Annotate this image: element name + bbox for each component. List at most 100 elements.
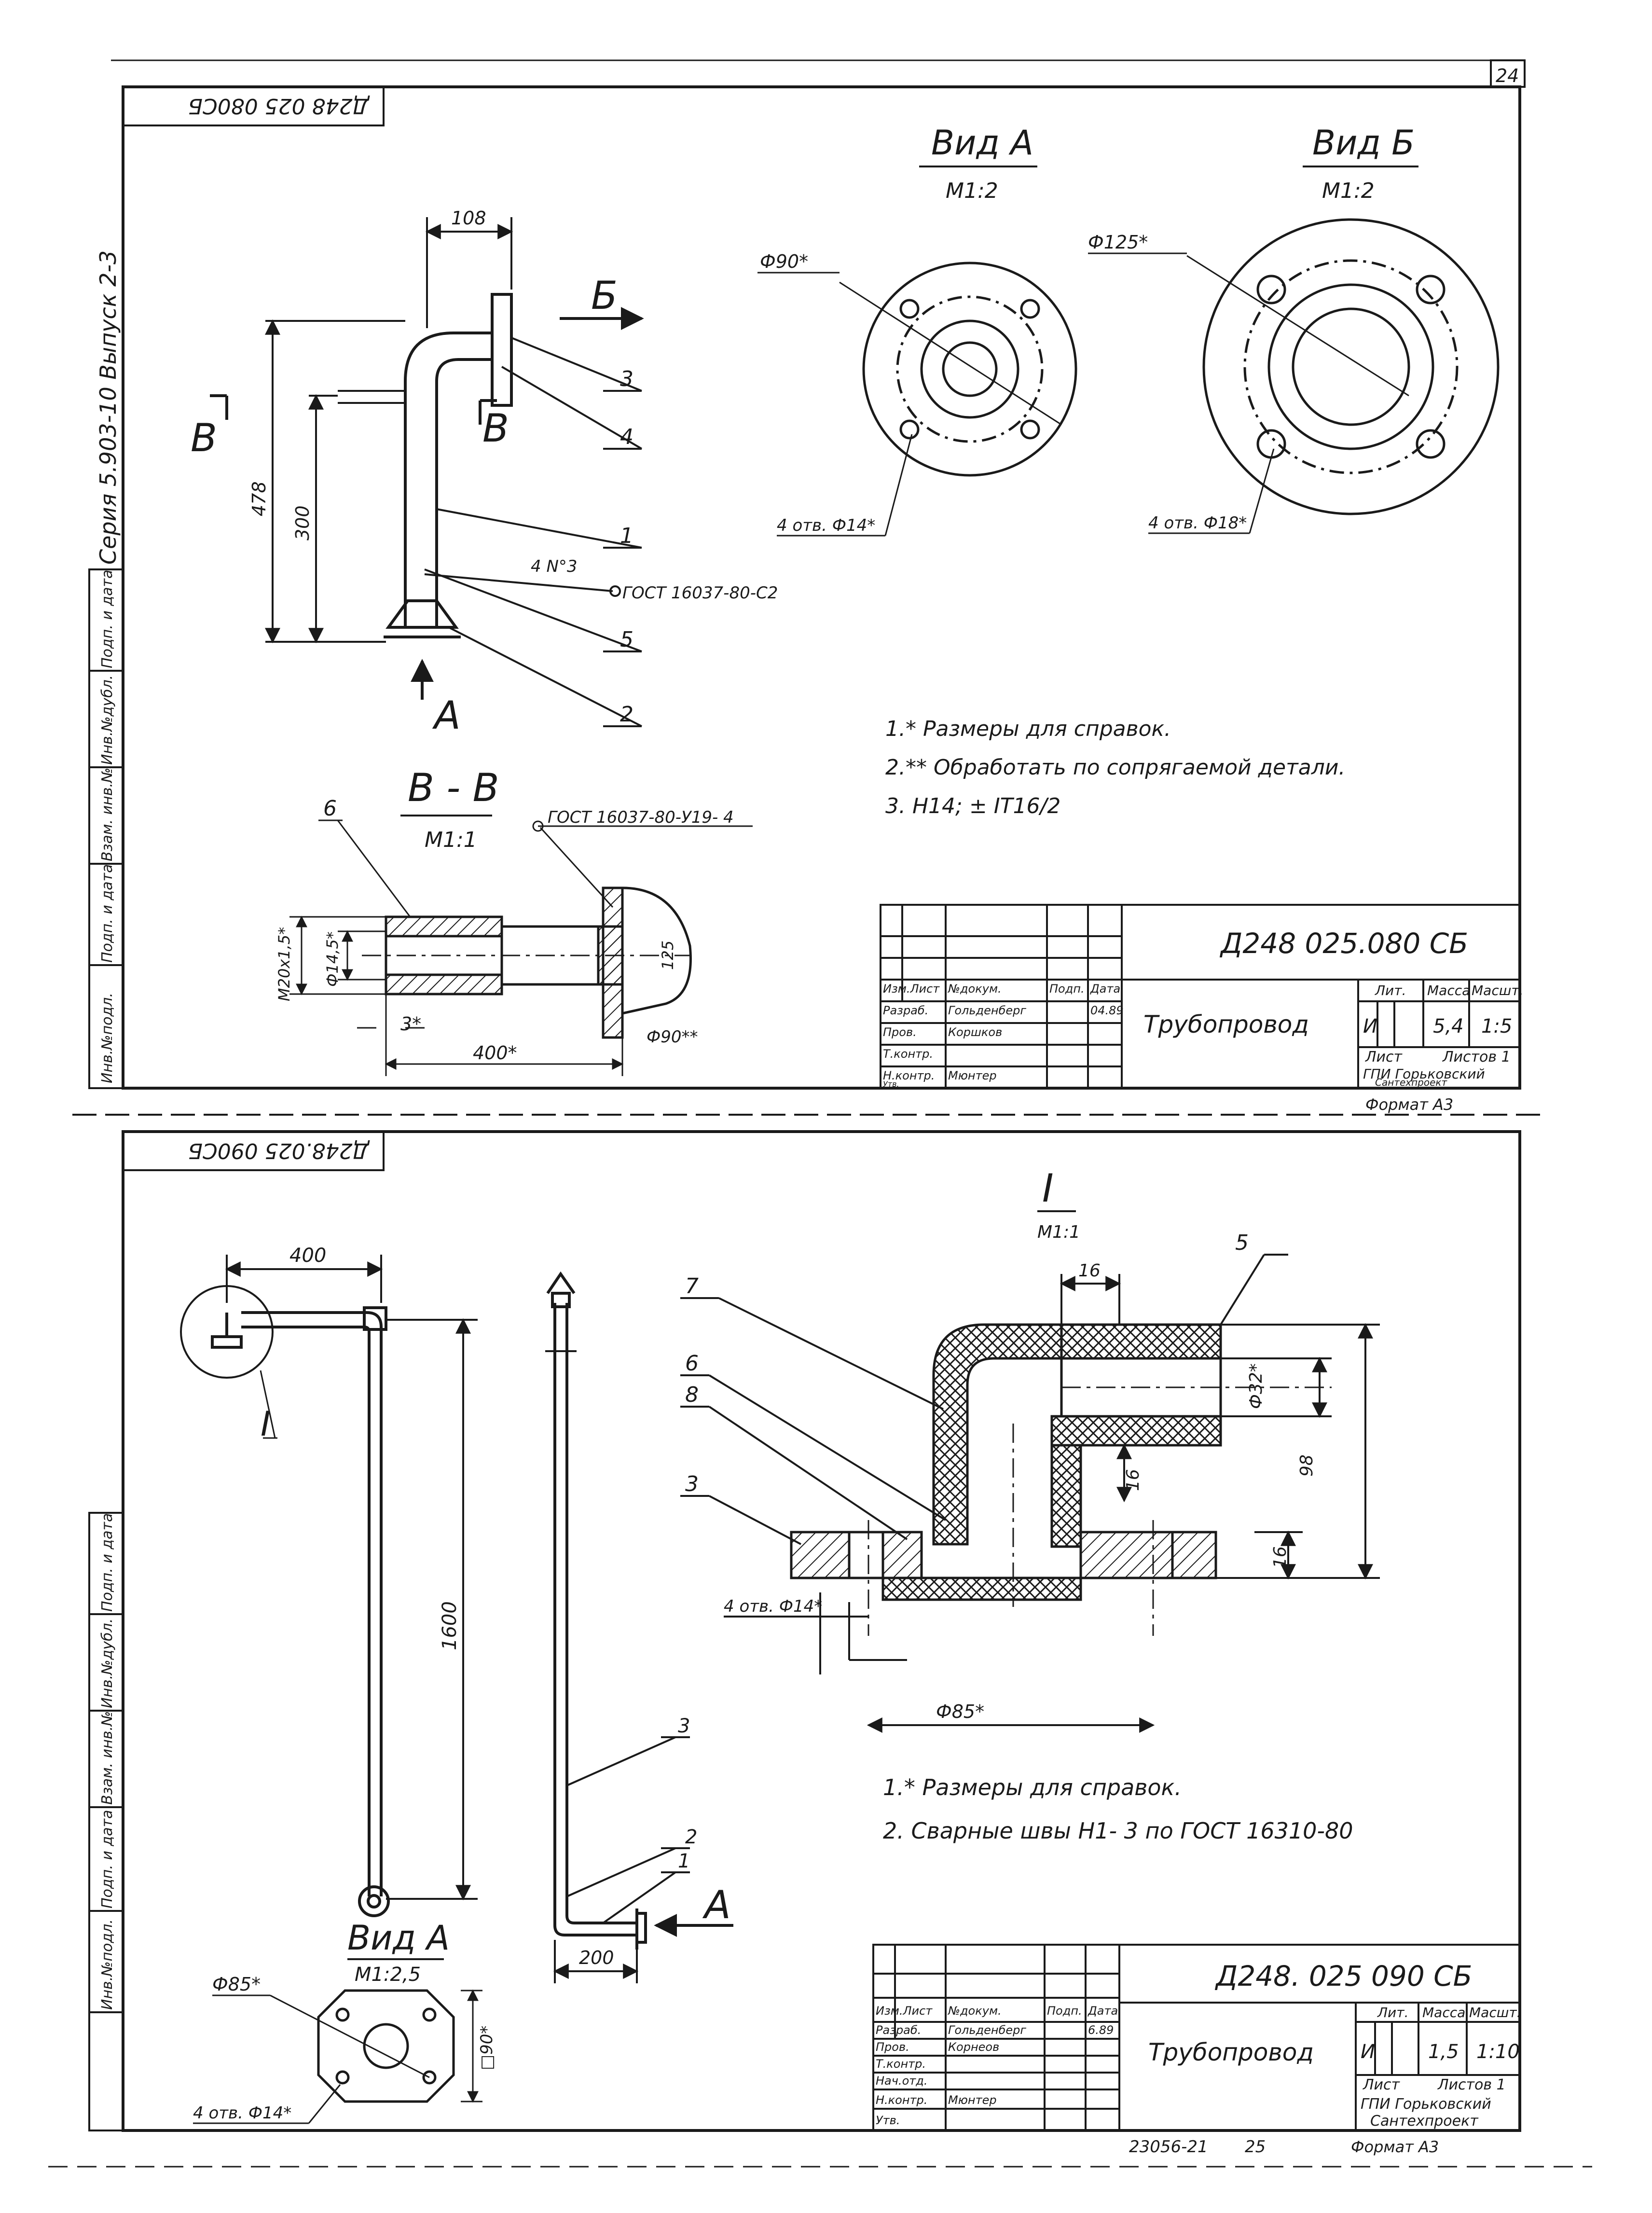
callout-5: 5 <box>620 627 633 652</box>
title-block-1-org-2: Сантехпроект <box>1375 1077 1447 1088</box>
title-block-1-org-1: ГПИ Горьковский <box>1363 1066 1485 1082</box>
tb1-r0c2: Подп. <box>1049 982 1085 996</box>
detail-i-drawing <box>790 1323 1332 1636</box>
title-block-2-org-2: Сантехпроект <box>1370 2113 1479 2130</box>
callout-4: 4 <box>620 425 633 449</box>
pipe-side-view-2 <box>545 1271 647 1950</box>
margin-cell-5: Инв.№подл. <box>99 993 116 1083</box>
title-block-1-mass: 5,4 <box>1433 1015 1464 1037</box>
view-a-flange <box>757 262 1077 537</box>
view-a-holes: 4 отв. Ф14* <box>777 516 875 535</box>
sheet-2-margin <box>88 1512 124 2131</box>
dim-478: 478 <box>248 481 270 516</box>
arrow-label-v-right: В <box>482 406 509 451</box>
detail-dim-85: Ф85* <box>936 1701 984 1722</box>
dim-300: 300 <box>292 505 313 540</box>
title-block-2-lit: И <box>1361 2041 1375 2063</box>
sheet-2-callout-1: 1 <box>678 1850 690 1872</box>
sheet-2-arrow-a: А <box>702 1882 731 1927</box>
dim-400: 400* <box>473 1042 517 1064</box>
sheet-1-mirror-code: Д248 025 080СБ <box>188 94 370 118</box>
title-block-1-sheets: Листов 1 <box>1442 1049 1511 1065</box>
detail-callout-5: 5 <box>1235 1231 1249 1255</box>
arrow-label-b: Б <box>591 273 618 318</box>
weld-note: 4 N°3 <box>531 557 578 576</box>
sheet-2-view-a-title: Вид А <box>347 1918 450 1958</box>
sheet-2-dim-1600: 1600 <box>439 1601 461 1650</box>
section-bb-drawing <box>289 819 753 1076</box>
pipe-elevation-1 <box>338 293 513 638</box>
dim-3: 3* <box>400 1013 421 1035</box>
dim-125: 125 <box>659 941 677 970</box>
sheet-2: Подп. и дата Инв.№дубл. Взам. инв.№ Подп… <box>88 1130 1521 2157</box>
detail-dim-98: 98 <box>1297 1454 1317 1477</box>
tb1-r3c0: Т.контр. <box>883 1047 933 1061</box>
title-block-2-lit-header: Лит. <box>1377 2005 1408 2020</box>
sheet-2-view-a-holes: 4 отв. Ф14* <box>193 2103 291 2123</box>
tb2-r0c2: Подп. <box>1047 2004 1082 2018</box>
sheet-2-format: Формат А3 <box>1351 2138 1439 2156</box>
title-block-2-sheet: Лист <box>1363 2076 1401 2093</box>
sheet-2-view-a-flange <box>193 1989 482 2124</box>
tb2-r0c3: Дата <box>1088 2004 1118 2018</box>
weld-gost: ГОСТ 16037-80-С2 <box>622 583 778 603</box>
tb2-r2c0: Пров. <box>876 2040 909 2054</box>
sheet-2-mirror-code: Д248.025 090СБ <box>188 1138 370 1163</box>
detail-dim-32: Ф32* <box>1246 1363 1266 1409</box>
tb2-r1c0: Разраб. <box>876 2023 921 2037</box>
detail-dim-16-bot: 16 <box>1270 1546 1290 1568</box>
tb2-r0c0: Изм.Лист <box>876 2004 933 2018</box>
tb1-r4c1: Мюнтер <box>948 1069 997 1082</box>
tb1-r0c1: №докум. <box>947 982 1002 996</box>
detail-title: I <box>1042 1166 1054 1211</box>
sheet-2-dim-400: 400 <box>289 1245 326 1267</box>
tb1-r1c3: 04.89 <box>1090 1004 1124 1017</box>
arrow-label-v-left: В <box>191 415 217 460</box>
sheet-2-order-no: 23056-21 <box>1129 2137 1208 2157</box>
title-block-2-org-1: ГПИ Горьковский <box>1361 2096 1491 2113</box>
sheet-1-note-3: 3. Н14; ± IT16/2 <box>885 794 1060 818</box>
sheet-2-callout-3: 3 <box>678 1715 690 1737</box>
title-block-2-mass: 1,5 <box>1428 2041 1459 2063</box>
callout-3: 3 <box>620 367 633 391</box>
sheet-2-page: 25 <box>1245 2137 1266 2157</box>
tb1-r0c0: Изм.Лист <box>883 982 940 996</box>
tb2-r1c1: Гольденберг <box>948 2023 1026 2037</box>
tb2-r6c0: Утв. <box>876 2114 900 2127</box>
margin2-cell-2: Инв.№дубл. <box>99 1618 116 1708</box>
tb2-r0c1: №докум. <box>947 2004 1002 2018</box>
series-label: Серия 5.903-10 Выпуск 2-3 <box>95 250 121 565</box>
margin2-cell-5: Инв.№подл. <box>99 1919 116 2010</box>
title-block-1-lit: И <box>1363 1015 1377 1037</box>
view-b-scale: М1:2 <box>1322 179 1375 203</box>
detail-dim-16-top: 16 <box>1078 1261 1101 1281</box>
sheet-1-code-box <box>122 86 385 126</box>
dim-90: Ф90** <box>647 1027 698 1047</box>
title-block-2 <box>872 1944 1521 2131</box>
tb2-r1c3: 6.89 <box>1088 2023 1114 2037</box>
sheet-2-note-2: 2. Сварные швы Н1- 3 по ГОСТ 16310-80 <box>883 1818 1353 1844</box>
page-number: 24 <box>1496 65 1519 86</box>
title-block-1-code: Д248 025.080 СБ <box>1219 927 1468 960</box>
margin2-cell-3: Взам. инв.№ <box>99 1711 116 1805</box>
sheet-2-view-a-scale: М1:2,5 <box>355 1964 421 1986</box>
title-block-1-scale-header: Масшт. <box>1472 982 1524 998</box>
tb1-r1c1: Гольденберг <box>948 1004 1026 1017</box>
margin2-cell-1: Подп. и дата <box>99 1513 116 1612</box>
title-block-1-name: Трубопровод <box>1143 1010 1309 1038</box>
dim-thread: М20х1,5* <box>275 927 293 1001</box>
sheet-1-note-1: 1.* Размеры для справок. <box>885 717 1171 741</box>
callout-6: 6 <box>323 796 337 821</box>
title-block-2-sheets: Листов 1 <box>1437 2076 1506 2093</box>
margin-cell-1: Подп. и дата <box>99 570 116 668</box>
tb1-r1c0: Разраб. <box>883 1004 928 1017</box>
dim-108: 108 <box>451 207 486 229</box>
detail-callout-6: 6 <box>685 1351 699 1376</box>
view-a-scale: М1:2 <box>946 179 998 203</box>
view-b-dia: Ф125* <box>1088 232 1148 253</box>
view-a-dia: Ф90* <box>760 251 808 272</box>
sheet-2-view-a-square: □90* <box>477 2026 496 2070</box>
sheet-1-margin <box>88 568 124 1089</box>
title-block-2-code: Д248. 025 090 СБ <box>1214 1960 1472 1992</box>
margin-cell-4: Подп. и дата <box>99 864 116 963</box>
